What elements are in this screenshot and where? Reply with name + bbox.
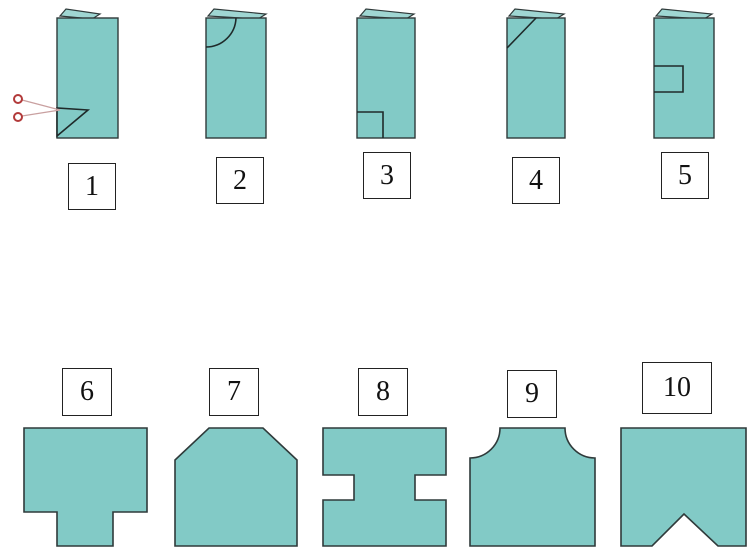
folded-paper-1 — [14, 9, 118, 138]
folded-paper-4 — [507, 9, 565, 138]
number-label: 4 — [529, 165, 543, 197]
number-box-6: 6 — [62, 368, 112, 416]
number-box-5: 5 — [661, 152, 709, 199]
unfolded-shape-6 — [24, 428, 147, 546]
unfolded-shape-7 — [175, 428, 297, 546]
folded-paper — [507, 18, 565, 138]
folded-paper — [654, 18, 714, 138]
number-label: 10 — [663, 372, 691, 404]
folded-paper — [357, 18, 415, 138]
number-label: 9 — [525, 378, 539, 410]
folded-paper — [206, 18, 266, 138]
unfolded-shape-10 — [621, 428, 746, 546]
number-box-2: 2 — [216, 157, 264, 204]
number-box-8: 8 — [358, 368, 408, 416]
number-label: 1 — [85, 171, 99, 203]
unfolded-shape-8 — [323, 428, 446, 546]
number-label: 6 — [80, 376, 94, 408]
number-label: 5 — [678, 160, 692, 192]
number-box-9: 9 — [507, 370, 557, 418]
number-label: 2 — [233, 165, 247, 197]
folded-paper-3 — [357, 9, 415, 138]
number-label: 3 — [380, 160, 394, 192]
folded-paper-2 — [206, 9, 266, 138]
unfolded-shape-9 — [470, 428, 595, 546]
number-box-10: 10 — [642, 362, 712, 414]
number-label: 8 — [376, 376, 390, 408]
scissors-icon — [14, 95, 60, 121]
number-box-3: 3 — [363, 152, 411, 199]
number-box-1: 1 — [68, 163, 116, 210]
number-box-7: 7 — [209, 368, 259, 416]
number-label: 7 — [227, 376, 241, 408]
number-box-4: 4 — [512, 157, 560, 204]
folded-paper-5 — [654, 9, 714, 138]
